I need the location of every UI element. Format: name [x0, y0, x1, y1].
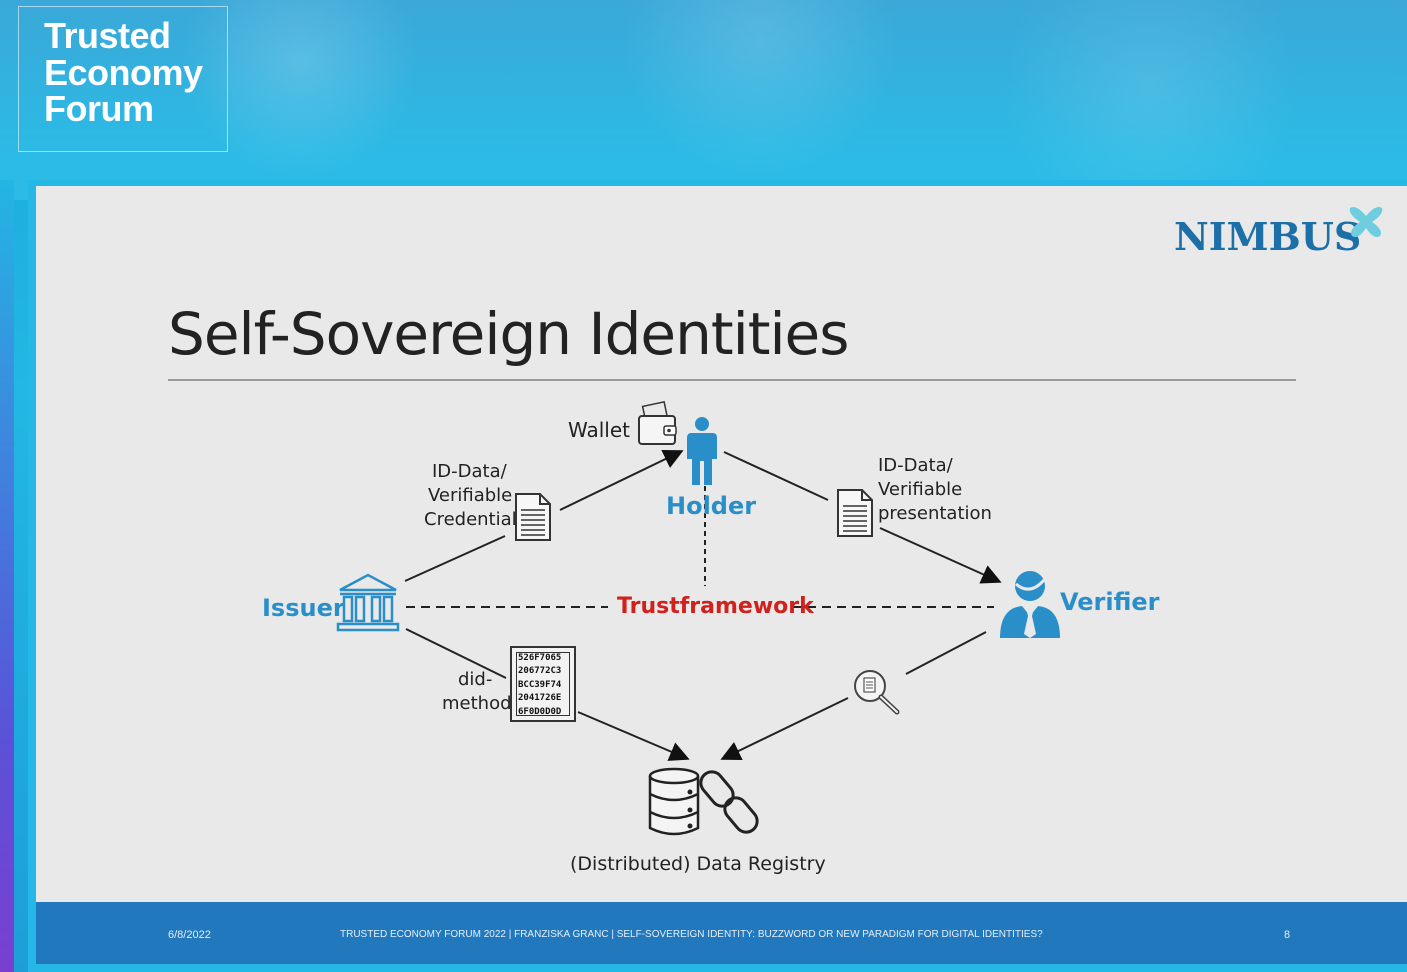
holder-to-presentation-line	[723, 451, 829, 501]
side-strip	[0, 180, 14, 972]
logo-line-2: Economy	[44, 52, 203, 93]
did-label-line-2: method	[442, 693, 512, 714]
verifier-label: Verifier	[1060, 588, 1160, 616]
nimbus-logo: NIMBUS	[1174, 214, 1362, 259]
forum-logo	[18, 6, 228, 152]
slide-title: Self-Sovereign Identities	[168, 300, 849, 368]
logo-line-3: Forum	[44, 88, 154, 129]
presentation-label-line-1: ID-Data/	[878, 455, 953, 476]
credential-document-icon	[515, 493, 551, 541]
issuer-to-did-line	[405, 628, 507, 679]
issuer-label: Issuer	[262, 594, 345, 622]
did-hex-block	[510, 646, 576, 722]
lookup-to-registry-arrow	[720, 697, 849, 761]
hex-line-2: 206772C3	[518, 666, 562, 676]
issuer-to-credential-line	[404, 535, 506, 582]
presentation-label-line-3: presentation	[878, 503, 992, 524]
credential-label-line-1: ID-Data/	[432, 461, 507, 482]
hex-line-4: 2041726E	[518, 693, 562, 703]
did-label-line-1: did-	[458, 669, 493, 690]
presentation-document-icon	[837, 489, 873, 537]
presentation-label-line-2: Verifiable	[878, 479, 963, 500]
issuer-bank-icon	[336, 573, 400, 632]
logo-line-1: Trusted	[44, 15, 171, 56]
trustframework-label: Trustframework	[617, 594, 814, 619]
holder-person-icon	[687, 417, 717, 485]
hex-line-1: 526F7065	[518, 653, 562, 663]
slide-body	[36, 186, 1407, 902]
wallet-label: Wallet	[568, 418, 631, 442]
presentation-to-verifier-arrow	[879, 527, 1002, 584]
nimbus-x-icon	[1349, 207, 1383, 237]
footer-date: 6/8/2022	[168, 929, 211, 941]
verifier-person-icon	[1000, 571, 1060, 638]
wallet-icon	[638, 400, 677, 445]
did-to-registry-arrow	[577, 711, 690, 761]
database-chain-icon	[648, 767, 759, 836]
lookup-magnifier-icon	[854, 670, 900, 715]
slide-footer	[36, 902, 1407, 964]
hex-line-3: BCC39F74	[518, 680, 562, 690]
credential-label-line-3: Credential	[424, 509, 517, 530]
credential-to-holder-arrow	[559, 449, 684, 511]
credential-label-line-2: Verifiable	[428, 485, 513, 506]
hex-line-5: 6F0D0D0D	[518, 707, 562, 717]
verifier-to-lookup-line	[905, 631, 987, 675]
holder-label: Holder	[666, 492, 757, 520]
footer-title: TRUSTED ECONOMY FORUM 2022 | FRANZISKA G…	[340, 929, 1043, 940]
title-divider	[168, 379, 1296, 381]
footer-page-number: 8	[1284, 929, 1291, 941]
registry-label: (Distributed) Data Registry	[570, 853, 826, 875]
conference-background	[0, 0, 1407, 200]
